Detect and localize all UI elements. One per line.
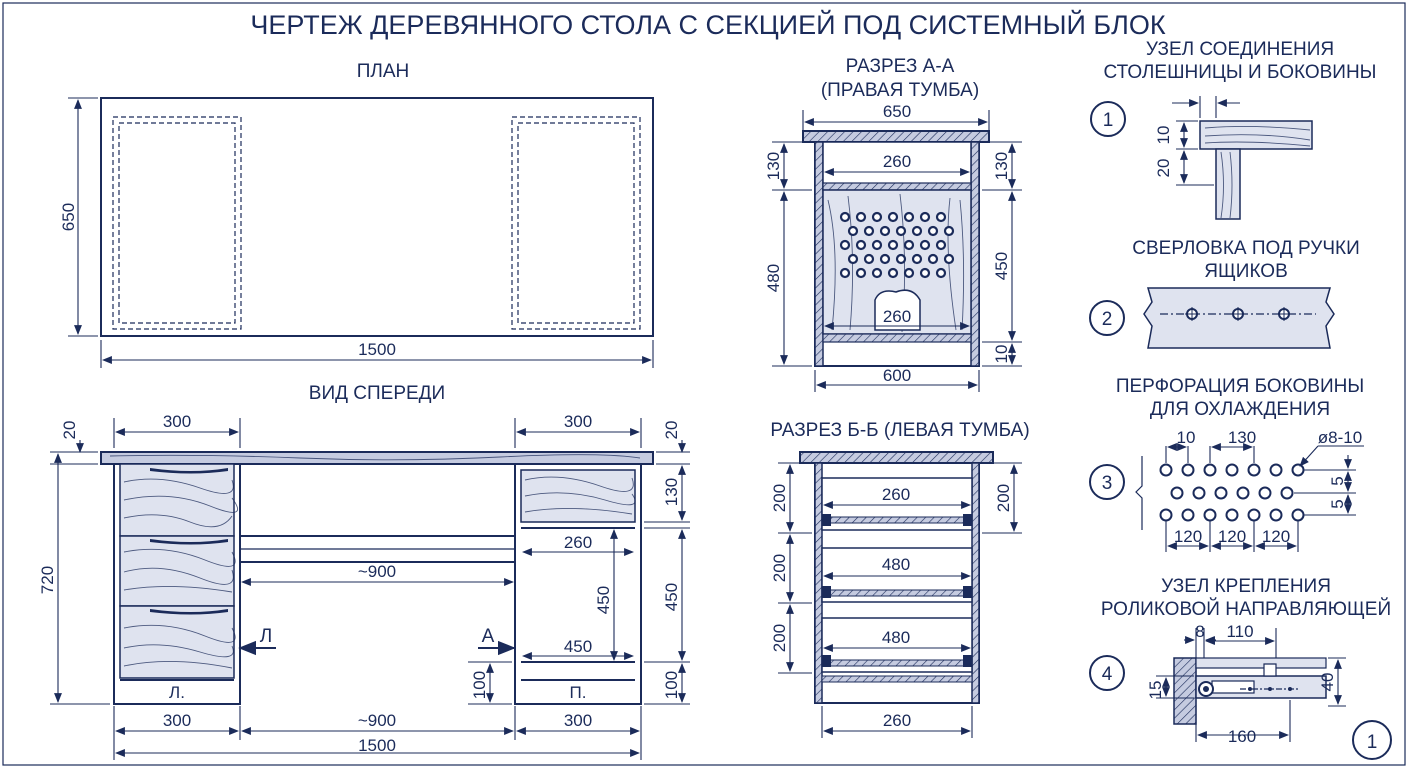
section-b-right-height: 200 (994, 484, 1013, 512)
section-a-inner-bottom: 260 (883, 307, 911, 326)
drawing-title: ЧЕРТЕЖ ДЕРЕВЯННОГО СТОЛА С СЕКЦИЕЙ ПОД С… (250, 9, 1165, 40)
section-b-label: РАЗРЕЗ Б-Б (ЛЕВАЯ ТУМБА) (770, 420, 1029, 441)
detail2-label-2: ЯЩИКОВ (1204, 261, 1288, 282)
detail3-dim-c: 5 (1328, 476, 1347, 485)
front-top-thickness-right: 20 (662, 421, 681, 440)
front-right-width-top: 300 (564, 412, 592, 431)
front-pedestal-right-mark: П. (570, 683, 587, 702)
front-plinth-left: 100 (470, 671, 489, 699)
section-b-drawer2-width: 480 (882, 555, 910, 574)
detail1-label-2: СТОЛЕШНИЦЫ И БОКОВИНЫ (1104, 62, 1377, 83)
detail3-label-1: ПЕРФОРАЦИЯ БОКОВИНЫ (1116, 376, 1364, 397)
plan-depth-dim: 650 (59, 203, 78, 231)
detail-2: СВЕРЛОВКА ПОД РУЧКИ ЯЩИКОВ 2 (1089, 238, 1360, 349)
front-total-height: 720 (38, 566, 57, 594)
section-mark-left: Л (260, 626, 272, 647)
front-right-drawer-height: 130 (662, 478, 681, 506)
detail4-number: 4 (1102, 664, 1113, 685)
front-pedestal-left-mark: Л. (169, 683, 185, 702)
detail2-label-1: СВЕРЛОВКА ПОД РУЧКИ (1132, 238, 1360, 259)
detail3-dim-b: 130 (1228, 428, 1256, 447)
front-right-inner-height: 450 (594, 586, 613, 614)
front-bottom-middle: ~900 (358, 711, 396, 730)
front-right-outer-height: 450 (662, 583, 681, 611)
detail4-dim-a: 8 (1195, 622, 1204, 641)
section-b-drawer3-width: 480 (882, 628, 910, 647)
detail3-dim-a: 10 (1177, 428, 1196, 447)
detail3-dim-d: 5 (1328, 499, 1347, 508)
section-a-top-height-right: 130 (992, 152, 1011, 180)
detail1-dim-a: 10 (1154, 126, 1173, 145)
sheet-number: 1 (1367, 732, 1378, 753)
section-a-right-height: 450 (992, 252, 1011, 280)
front-right-bottom-width: 450 (564, 637, 592, 656)
section-a-mid-height: 480 (764, 264, 783, 292)
detail4-dim-d: 40 (1318, 673, 1337, 692)
detail4-label-1: УЗЕЛ КРЕПЛЕНИЯ (1161, 576, 1331, 597)
sheet-number-badge (1352, 720, 1392, 760)
detail3-dim-g: 120 (1262, 527, 1290, 546)
front-bottom-left: 300 (163, 711, 191, 730)
front-left-width-top: 300 (163, 412, 191, 431)
section-b-drawer3-height: 200 (770, 624, 789, 652)
section-a-bottom-height: 10 (992, 345, 1011, 364)
detail3-label-2: ДЛЯ ОХЛАЖДЕНИЯ (1150, 399, 1330, 420)
section-a-top-height: 130 (764, 152, 783, 180)
detail3-dim-f: 120 (1218, 527, 1246, 546)
detail1-dim-b: 20 (1154, 159, 1173, 178)
section-mark-right: А (482, 626, 495, 647)
detail4-label-2: РОЛИКОВОЙ НАПРАВЛЯЮЩЕЙ (1101, 598, 1391, 620)
section-b-drawer1-height: 200 (770, 484, 789, 512)
section-b-bottom-width: 260 (883, 711, 911, 730)
detail1-label-1: УЗЕЛ СОЕДИНЕНИЯ (1146, 39, 1334, 60)
detail-3: ПЕРФОРАЦИЯ БОКОВИНЫ ДЛЯ ОХЛАЖДЕНИЯ 3 10 … (1089, 376, 1364, 552)
front-view-label: ВИД СПЕРЕДИ (309, 383, 445, 404)
section-a-bottom-width: 600 (883, 366, 911, 385)
detail3-dim-e: 120 (1174, 527, 1202, 546)
detail1-number: 1 (1103, 110, 1114, 131)
detail2-number: 2 (1102, 309, 1113, 330)
section-a-label-1: РАЗРЕЗ А-А (846, 56, 955, 77)
detail-4: УЗЕЛ КРЕПЛЕНИЯ РОЛИКОВОЙ НАПРАВЛЯЮЩЕЙ 4 … (1089, 576, 1391, 746)
section-a-a: РАЗРЕЗ А-А (ПРАВАЯ ТУМБА) 650 260 260 (764, 56, 1022, 392)
detail4-dim-c: 15 (1146, 681, 1165, 700)
section-a-top-width: 650 (883, 102, 911, 121)
front-middle-gap-dim: ~900 (358, 562, 396, 581)
detail3-number: 3 (1102, 473, 1113, 494)
detail4-dim-e: 160 (1228, 727, 1256, 746)
plan-view: ПЛАН 650 1500 (59, 61, 654, 368)
detail4-dim-b: 110 (1226, 622, 1253, 641)
detail-1: УЗЕЛ СОЕДИНЕНИЯ СТОЛЕШНИЦЫ И БОКОВИНЫ 1 … (1090, 39, 1377, 220)
detail3-diameter: ø8-10 (1318, 428, 1362, 447)
section-b-drawer1-width: 260 (882, 485, 910, 504)
front-plinth-right: 100 (662, 671, 681, 699)
plan-label: ПЛАН (357, 61, 410, 82)
front-top-thickness-left: 20 (60, 421, 79, 440)
section-a-label-2: (ПРАВАЯ ТУМБА) (821, 80, 979, 101)
front-bottom-total: 1500 (358, 736, 396, 755)
plan-width-dim: 1500 (358, 340, 396, 359)
front-view: ВИД СПЕРЕДИ 300 300 Л. ~900 Л (38, 383, 690, 760)
section-b-drawer2-height: 200 (770, 554, 789, 582)
front-bottom-right: 300 (564, 711, 592, 730)
section-a-inner-top: 260 (883, 152, 911, 171)
section-b-b: РАЗРЕЗ Б-Б (ЛЕВАЯ ТУМБА) 260 480 480 200… (770, 420, 1030, 738)
front-right-inner-width: 260 (564, 533, 592, 552)
